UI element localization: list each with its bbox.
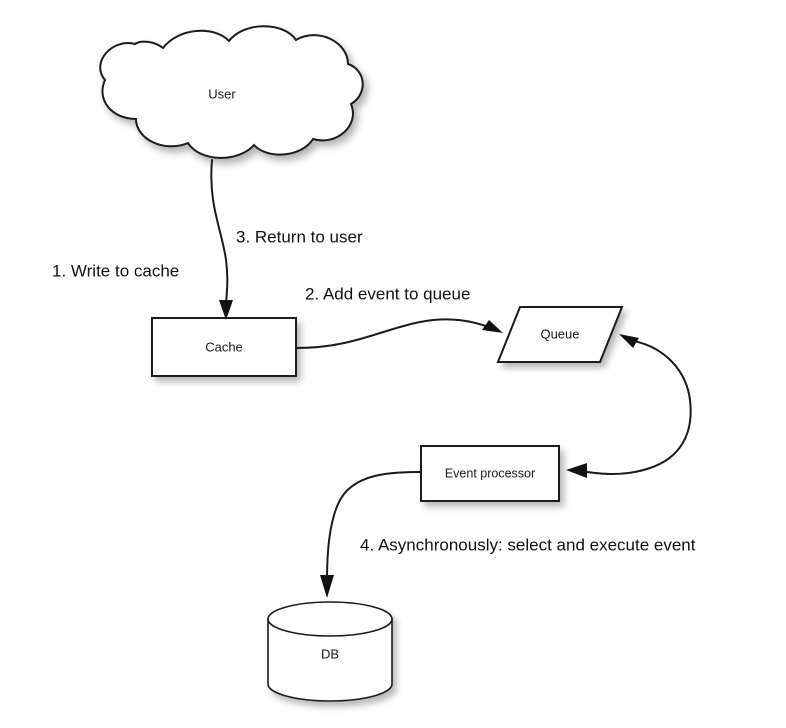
connector-user-to-cache [210,159,233,320]
connector-processor-to-db [320,471,422,598]
step-label-4: 4. Asynchronously: select and execute ev… [360,535,696,554]
node-db[interactable]: DB [267,601,393,702]
node-user[interactable]: User [99,25,364,159]
connector-cache-to-queue [295,318,503,349]
step-label-3: 3. Return to user [236,227,363,246]
step-label-1: 1. Write to cache [52,261,179,280]
node-cache[interactable]: Cache [151,317,297,377]
connector-processor-to-queue [566,334,692,478]
arrowhead-queue-right [619,334,639,348]
arrowhead-db [320,575,334,598]
arrowhead-queue [482,320,503,333]
arrowhead-cache [219,300,233,320]
node-label-cache: Cache [205,339,243,354]
node-label-user: User [208,86,236,101]
node-label-event-processor: Event processor [445,466,535,480]
node-label-db: DB [321,646,339,661]
node-event-processor[interactable]: Event processor [420,445,560,502]
node-queue[interactable]: Queue [496,306,624,363]
arrowhead-event-processor [566,463,587,478]
node-label-queue: Queue [540,326,579,341]
step-label-2: 2. Add event to queue [305,284,470,303]
